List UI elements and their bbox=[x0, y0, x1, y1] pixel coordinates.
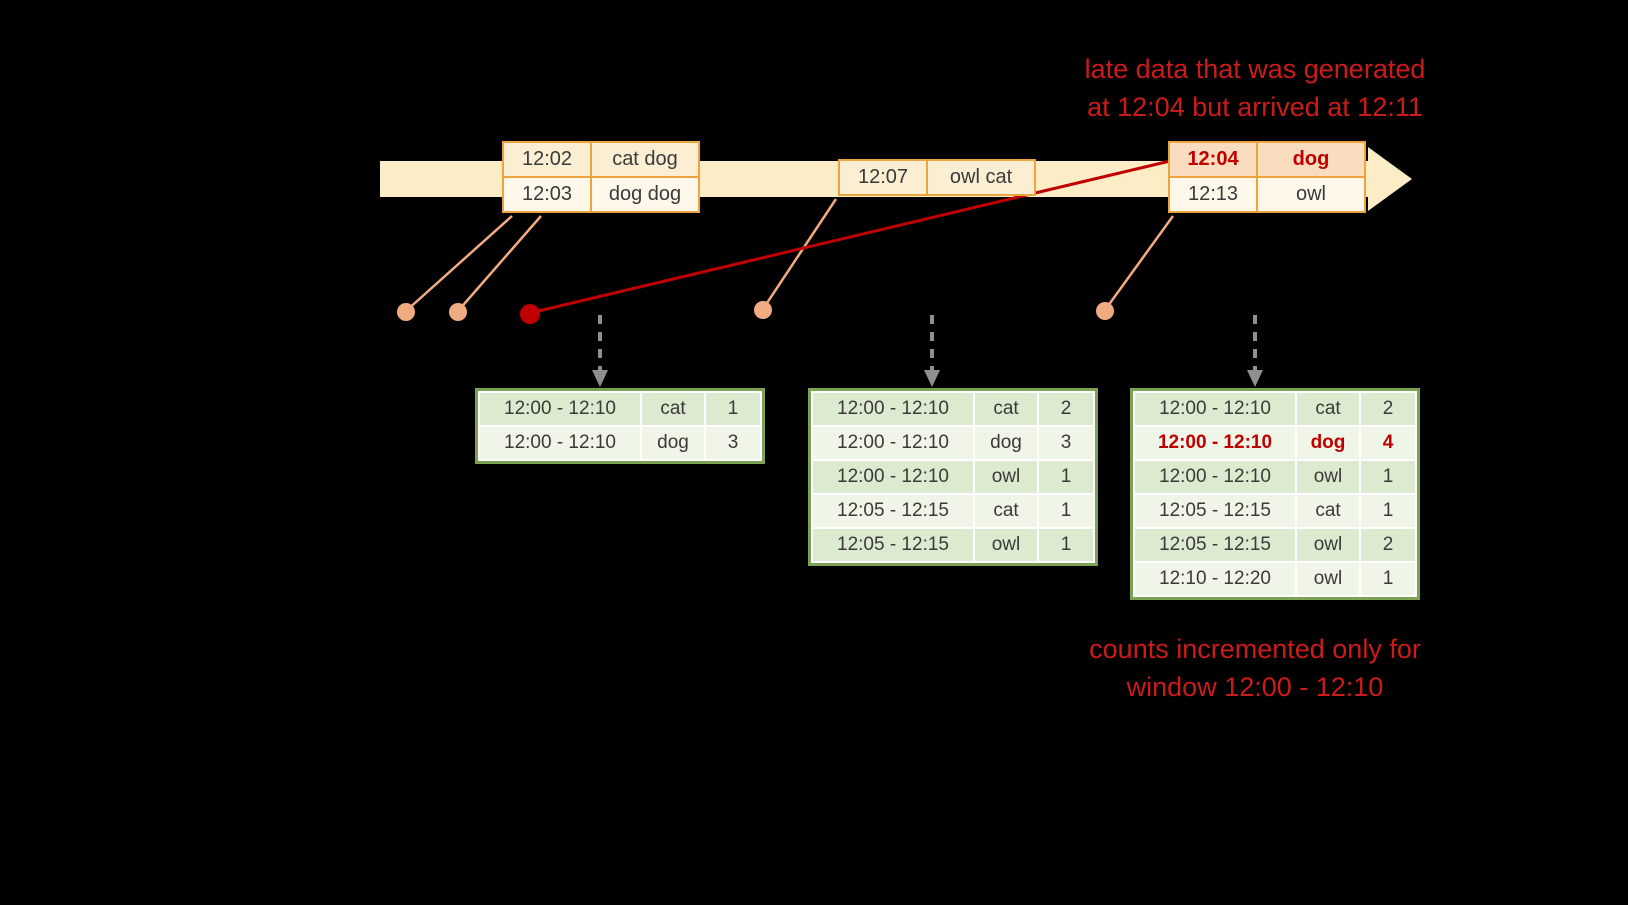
count-cell: 2 bbox=[1039, 393, 1093, 425]
annotation-line: counts incremented only for bbox=[1089, 634, 1421, 664]
event-row: 12:03 dog dog bbox=[502, 176, 700, 213]
event-row: 12:07 owl cat bbox=[838, 159, 1036, 196]
word-cell: dog bbox=[642, 427, 704, 459]
event-time-cell: 12:03 bbox=[502, 176, 592, 213]
late-data-annotation: late data that was generated at 12:04 bu… bbox=[995, 50, 1515, 126]
word-cell: cat bbox=[1297, 393, 1359, 425]
trigger-arrowhead-icon bbox=[924, 370, 940, 387]
count-cell: 1 bbox=[1361, 495, 1415, 527]
word-cell: owl bbox=[1297, 529, 1359, 561]
result-row: 12:00 - 12:10 owl 1 bbox=[813, 461, 1093, 493]
trigger-arrowhead-icon bbox=[592, 370, 608, 387]
result-row: 12:05 - 12:15 owl 1 bbox=[813, 529, 1093, 561]
event-dot bbox=[449, 303, 467, 321]
count-cell: 3 bbox=[1039, 427, 1093, 459]
event-time-cell: 12:02 bbox=[502, 141, 592, 178]
annotation-line: window 12:00 - 12:10 bbox=[1126, 672, 1384, 702]
event-time-cell: 12:07 bbox=[838, 159, 928, 196]
event-row: 12:02 cat dog bbox=[502, 141, 700, 178]
window-cell: 12:05 - 12:15 bbox=[1135, 529, 1295, 561]
annotation-line: at 12:04 but arrived at 12:11 bbox=[1087, 92, 1423, 122]
word-cell: cat bbox=[975, 393, 1037, 425]
event-dot bbox=[754, 301, 772, 319]
event-dot bbox=[397, 303, 415, 321]
result-table: 12:00 - 12:10 cat 2 12:00 - 12:10 dog 4 … bbox=[1130, 388, 1420, 600]
event-row: 12:13 owl bbox=[1168, 176, 1366, 213]
result-row: 12:00 - 12:10 dog 3 bbox=[480, 427, 760, 459]
word-cell: cat bbox=[1297, 495, 1359, 527]
result-row: 12:10 - 12:20 owl 1 bbox=[1135, 563, 1415, 595]
count-cell: 1 bbox=[1039, 495, 1093, 527]
timeline-arrowhead-icon bbox=[1368, 147, 1412, 211]
event-table: 12:02 cat dog 12:03 dog dog bbox=[502, 141, 700, 213]
word-cell: owl bbox=[1297, 461, 1359, 493]
event-words-cell: owl bbox=[1256, 176, 1366, 213]
window-cell: 12:00 - 12:10 bbox=[813, 461, 973, 493]
window-cell: 12:00 - 12:10 bbox=[480, 393, 640, 425]
result-table: 12:00 - 12:10 cat 2 12:00 - 12:10 dog 3 … bbox=[808, 388, 1098, 566]
count-cell: 4 bbox=[1361, 427, 1415, 459]
word-cell: owl bbox=[975, 529, 1037, 561]
annotation-line: late data that was generated bbox=[1084, 54, 1426, 84]
word-cell: cat bbox=[642, 393, 704, 425]
word-cell: cat bbox=[975, 495, 1037, 527]
event-table: 12:04 dog 12:13 owl bbox=[1168, 141, 1366, 213]
counts-incremented-annotation: counts incremented only for window 12:00… bbox=[995, 630, 1515, 706]
window-cell: 12:00 - 12:10 bbox=[813, 393, 973, 425]
result-table: 12:00 - 12:10 cat 1 12:00 - 12:10 dog 3 bbox=[475, 388, 765, 464]
event-dot bbox=[1096, 302, 1114, 320]
count-cell: 3 bbox=[706, 427, 760, 459]
window-cell: 12:00 - 12:10 bbox=[1135, 393, 1295, 425]
event-table: 12:07 owl cat bbox=[838, 159, 1036, 196]
event-time-cell: 12:04 bbox=[1168, 141, 1258, 178]
count-cell: 1 bbox=[1039, 529, 1093, 561]
connector-line bbox=[405, 215, 513, 312]
event-words-cell: owl cat bbox=[926, 159, 1036, 196]
result-row: 12:05 - 12:15 cat 1 bbox=[1135, 495, 1415, 527]
updated-result-row: 12:00 - 12:10 dog 4 bbox=[1135, 427, 1415, 459]
event-words-cell: cat dog bbox=[590, 141, 700, 178]
late-event-dot bbox=[520, 304, 540, 324]
window-cell: 12:00 - 12:10 bbox=[1135, 461, 1295, 493]
window-cell: 12:05 - 12:15 bbox=[1135, 495, 1295, 527]
event-words-cell: dog dog bbox=[590, 176, 700, 213]
count-cell: 2 bbox=[1361, 393, 1415, 425]
result-row: 12:00 - 12:10 dog 3 bbox=[813, 427, 1093, 459]
word-cell: dog bbox=[1297, 427, 1359, 459]
window-cell: 12:05 - 12:15 bbox=[813, 495, 973, 527]
count-cell: 1 bbox=[1361, 461, 1415, 493]
window-cell: 12:00 - 12:10 bbox=[813, 427, 973, 459]
connector-line bbox=[761, 198, 838, 310]
window-cell: 12:00 - 12:10 bbox=[480, 427, 640, 459]
window-cell: 12:05 - 12:15 bbox=[813, 529, 973, 561]
count-cell: 2 bbox=[1361, 529, 1415, 561]
window-cell: 12:10 - 12:20 bbox=[1135, 563, 1295, 595]
result-row: 12:05 - 12:15 cat 1 bbox=[813, 495, 1093, 527]
count-cell: 1 bbox=[706, 393, 760, 425]
word-cell: owl bbox=[975, 461, 1037, 493]
result-row: 12:00 - 12:10 owl 1 bbox=[1135, 461, 1415, 493]
count-cell: 1 bbox=[1039, 461, 1093, 493]
count-cell: 1 bbox=[1361, 563, 1415, 595]
word-cell: owl bbox=[1297, 563, 1359, 595]
result-row: 12:05 - 12:15 owl 2 bbox=[1135, 529, 1415, 561]
connector-line bbox=[457, 215, 542, 312]
result-row: 12:00 - 12:10 cat 2 bbox=[813, 393, 1093, 425]
trigger-arrowhead-icon bbox=[1247, 370, 1263, 387]
event-time-cell: 12:13 bbox=[1168, 176, 1258, 213]
event-words-cell: dog bbox=[1256, 141, 1366, 178]
connector-line bbox=[1103, 215, 1175, 311]
late-event-row: 12:04 dog bbox=[1168, 141, 1366, 178]
word-cell: dog bbox=[975, 427, 1037, 459]
result-row: 12:00 - 12:10 cat 2 bbox=[1135, 393, 1415, 425]
result-row: 12:00 - 12:10 cat 1 bbox=[480, 393, 760, 425]
window-cell: 12:00 - 12:10 bbox=[1135, 427, 1295, 459]
